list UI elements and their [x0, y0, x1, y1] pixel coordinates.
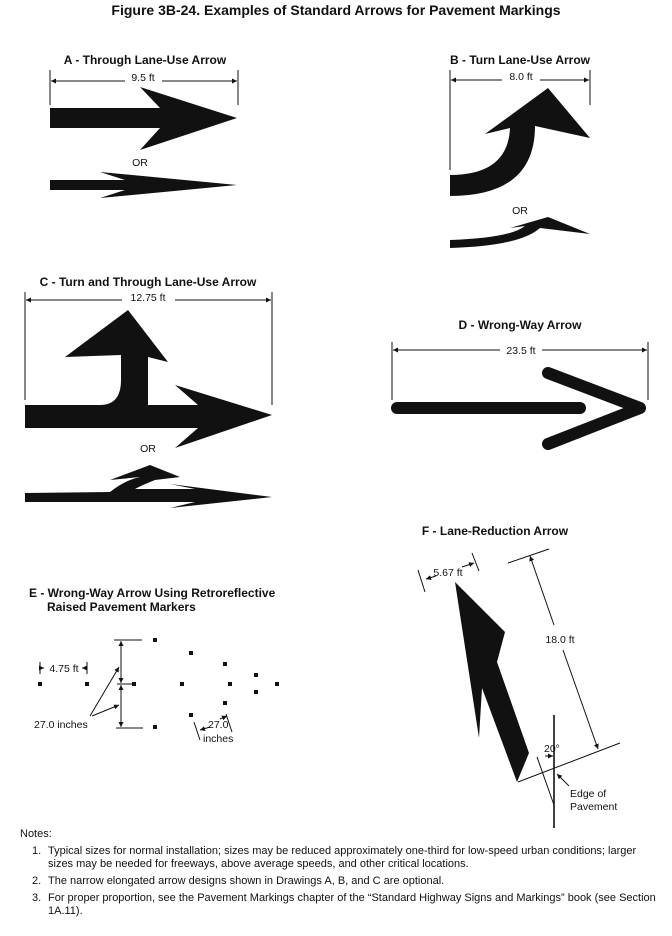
edge-of-pavement-label-2: Pavement — [570, 801, 617, 813]
note-number: 1. — [32, 845, 42, 857]
note-number: 2. — [32, 875, 42, 887]
note-text: The narrow elongated arrow designs shown… — [48, 875, 445, 887]
narrow-through-arrow — [50, 172, 237, 198]
drawing-b-title: B - Turn Lane-Use Arrow — [450, 53, 591, 67]
notes: Notes: 1. Typical sizes for normal instal… — [20, 828, 660, 918]
note-item: 1. Typical sizes for normal installation;… — [32, 845, 660, 871]
turn-through-arrow — [25, 310, 272, 448]
drawing-d-dimension: 23.5 ft — [506, 345, 535, 357]
raised-pavement-markers — [38, 638, 279, 729]
drawing-a-title: A - Through Lane-Use Arrow — [64, 53, 227, 67]
note-number: 3. — [32, 892, 42, 904]
drawing-c: C - Turn and Through Lane-Use Arrow 12.7… — [24, 275, 273, 508]
vertical-spacing-dimension: 27.0 inches — [34, 719, 88, 731]
drawing-e-title-line1: E - Wrong-Way Arrow Using Retroreflectiv… — [29, 586, 276, 600]
or-label: OR — [140, 443, 156, 455]
note-item: 2. The narrow elongated arrow designs sho… — [32, 875, 660, 888]
edge-of-pavement-label-1: Edge of — [570, 788, 606, 800]
or-label: OR — [512, 205, 528, 217]
notes-heading: Notes: — [20, 828, 52, 840]
diagonal-spacing-unit: inches — [203, 733, 233, 745]
note-text: Typical sizes for normal installation; s… — [48, 845, 637, 870]
drawing-d: D - Wrong-Way Arrow 23.5 ft — [391, 318, 649, 450]
drawing-a-dimension: 9.5 ft — [131, 72, 154, 84]
turn-arrow — [450, 88, 590, 196]
note-text: For proper proportion, see the Pavement … — [48, 892, 656, 917]
narrow-turn-arrow — [450, 217, 590, 248]
narrow-turn-through-arrow — [25, 465, 272, 508]
wrong-way-arrow-head — [542, 367, 646, 450]
note-item: 3. For proper proportion, see the Pavemen… — [32, 892, 660, 918]
drawing-b: B - Turn Lane-Use Arrow 8.0 ft OR — [449, 53, 591, 248]
drawing-f: F - Lane-Reduction Arrow 5.67 ft 18.0 ft… — [417, 524, 621, 828]
figure-title: Figure 3B-24. Examples of Standard Arrow… — [111, 2, 560, 18]
lane-reduction-arrow — [455, 582, 529, 782]
drawing-d-title: D - Wrong-Way Arrow — [459, 318, 583, 332]
angle-label: 20° — [544, 743, 560, 755]
through-arrow — [50, 87, 237, 150]
drawing-c-dimension: 12.75 ft — [130, 292, 165, 304]
diagonal-spacing-value: 27.0 — [208, 719, 229, 731]
drawing-f-title: F - Lane-Reduction Arrow — [422, 524, 569, 538]
marker-spacing-dimension: 4.75 ft — [49, 663, 78, 675]
drawing-b-dimension: 8.0 ft — [509, 71, 532, 83]
drawing-e: E - Wrong-Way Arrow Using Retroreflectiv… — [29, 586, 279, 745]
arrow-length-dimension: 18.0 ft — [545, 634, 574, 646]
or-label: OR — [132, 157, 148, 169]
drawing-c-title: C - Turn and Through Lane-Use Arrow — [40, 275, 257, 289]
arrow-width-dimension: 5.67 ft — [433, 567, 462, 579]
drawing-a: A - Through Lane-Use Arrow 9.5 ft OR — [49, 53, 239, 198]
drawing-e-title-line2: Raised Pavement Markers — [47, 600, 196, 614]
